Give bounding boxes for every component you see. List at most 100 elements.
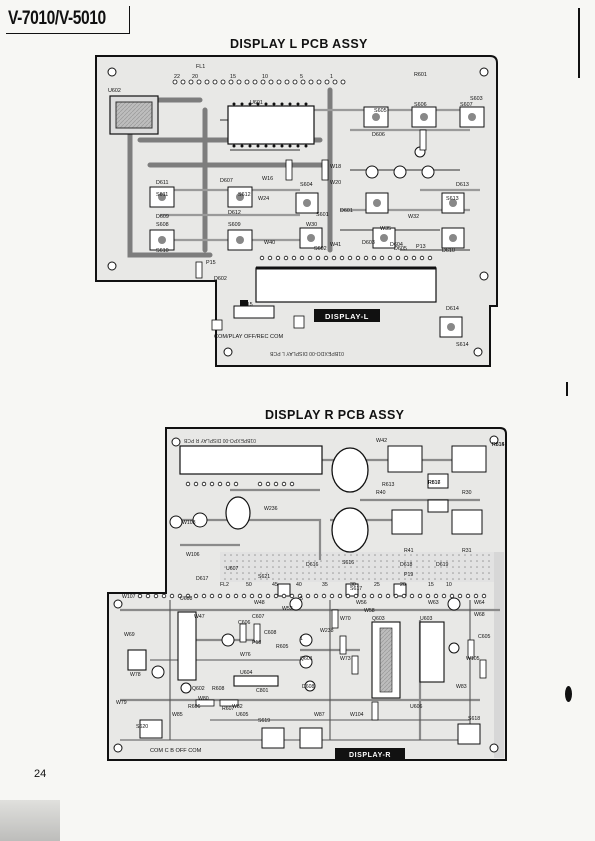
display-r-board bbox=[107, 427, 507, 761]
fl2-pin bbox=[473, 593, 479, 599]
component-label: 10 bbox=[262, 74, 268, 80]
component-label: W32 bbox=[408, 214, 419, 220]
component-label: S612 bbox=[238, 192, 251, 198]
fl2-pin bbox=[361, 593, 367, 599]
component-label: D614 bbox=[446, 306, 459, 312]
component-label: U604 bbox=[240, 670, 253, 676]
display-r-top-label: W42 bbox=[376, 438, 387, 444]
component-label: W30 bbox=[306, 222, 317, 228]
component-label: 35 bbox=[322, 582, 328, 588]
component-label: D616 bbox=[306, 562, 319, 568]
component-label: S620 bbox=[136, 724, 148, 730]
component-label: FL1 bbox=[196, 64, 205, 70]
component-label: R608 bbox=[212, 686, 225, 692]
component-label: W80 bbox=[198, 696, 209, 702]
component-label: FL2 bbox=[220, 582, 229, 588]
component-label: C605 bbox=[478, 634, 491, 640]
component-label: 22 bbox=[174, 74, 180, 80]
component-label: S603 bbox=[470, 96, 483, 102]
fl2-pin bbox=[185, 593, 191, 599]
component-label: W83 bbox=[456, 684, 467, 690]
component-label: D608 bbox=[302, 684, 315, 690]
component-label: W24 bbox=[258, 196, 269, 202]
component-label: W16 bbox=[262, 176, 273, 182]
component-label: W64 bbox=[474, 600, 485, 606]
fl2-pin bbox=[401, 593, 407, 599]
component-label: S614 bbox=[456, 342, 469, 348]
component-label: W48 bbox=[254, 600, 265, 606]
component-label: S615 bbox=[240, 302, 253, 308]
fl2-pin bbox=[433, 593, 439, 599]
component-label: U608 bbox=[180, 596, 193, 602]
component-label: W87 bbox=[314, 712, 325, 718]
display-r-mirror-text: 01BPEXPO-00 DISPLAY R PCB bbox=[183, 437, 256, 443]
component-label: S602 bbox=[314, 246, 327, 252]
component-label: Q603 bbox=[372, 616, 385, 622]
component-label: W106 bbox=[186, 552, 200, 558]
component-label: 40 bbox=[296, 582, 302, 588]
component-label: W85 bbox=[172, 712, 183, 718]
component-label: D607 bbox=[220, 178, 233, 184]
component-label: W52 bbox=[282, 606, 293, 612]
component-label: 30 bbox=[350, 582, 356, 588]
fl2-pin bbox=[225, 593, 231, 599]
component-label: W68 bbox=[474, 612, 485, 618]
fl2-pin bbox=[297, 593, 303, 599]
fl2-pin bbox=[273, 593, 279, 599]
fl2-pin bbox=[393, 593, 399, 599]
component-label: Q601 bbox=[300, 656, 313, 662]
component-label: W41 bbox=[330, 242, 341, 248]
display-r-badge: DISPLAY-R bbox=[349, 752, 391, 759]
component-label: W58 bbox=[364, 608, 375, 614]
fl2-pin bbox=[425, 593, 431, 599]
component-label: S601 bbox=[316, 212, 329, 218]
component-label: U602 bbox=[108, 88, 121, 94]
fl2-pin bbox=[465, 593, 471, 599]
display-l-badge-bg bbox=[314, 309, 380, 322]
component-label: D606 bbox=[372, 132, 385, 138]
component-label: R614 bbox=[492, 442, 505, 448]
component-label: 10 bbox=[446, 582, 452, 588]
component-label: D619 bbox=[436, 562, 449, 568]
display-l-mirror-text: 01BPEXDO-00 DISPLAY L PCB bbox=[269, 350, 344, 356]
fl2-pin bbox=[369, 593, 375, 599]
page-number: 24 bbox=[34, 768, 47, 780]
fl2-pin bbox=[137, 593, 143, 599]
component-label: 20 bbox=[400, 582, 406, 588]
component-label: D617 bbox=[196, 576, 209, 582]
component-label: R607 bbox=[222, 706, 235, 712]
component-label: 5 bbox=[300, 74, 303, 80]
component-label: S618 bbox=[468, 716, 480, 722]
component-label: R605 bbox=[276, 644, 289, 650]
fl2-pin bbox=[145, 593, 151, 599]
component-label: P18 bbox=[252, 640, 261, 646]
scan-artifact bbox=[578, 8, 580, 78]
display-l-badge: DISPLAY-L bbox=[325, 312, 369, 321]
component-label: R617 bbox=[428, 480, 441, 486]
component-label: C606 bbox=[238, 620, 251, 626]
component-label: 15 bbox=[230, 74, 236, 80]
fl2-pin bbox=[249, 593, 255, 599]
component-label: S607 bbox=[460, 102, 473, 108]
fl2-pin bbox=[257, 593, 263, 599]
component-label: S610 bbox=[156, 248, 169, 254]
fl2-pin bbox=[441, 593, 447, 599]
component-label: W35 bbox=[380, 226, 391, 232]
component-label: W82 bbox=[232, 704, 243, 710]
component-label: U606 bbox=[410, 704, 423, 710]
fl2-pin bbox=[289, 593, 295, 599]
component-label: D611 bbox=[156, 180, 169, 186]
component-label: R31 bbox=[462, 548, 472, 554]
component-label: W238 bbox=[320, 628, 334, 634]
component-label: R613 bbox=[382, 482, 395, 488]
component-label: D601 bbox=[340, 208, 353, 214]
component-label: C608 bbox=[264, 630, 277, 636]
component-label: W76 bbox=[240, 652, 251, 658]
fl2-pin bbox=[265, 593, 271, 599]
component-label: S611 bbox=[156, 192, 168, 198]
component-label: S619 bbox=[258, 718, 270, 724]
component-label: D603 bbox=[362, 240, 375, 246]
component-label: P13 bbox=[416, 244, 426, 250]
component-label: D612 bbox=[228, 210, 241, 216]
